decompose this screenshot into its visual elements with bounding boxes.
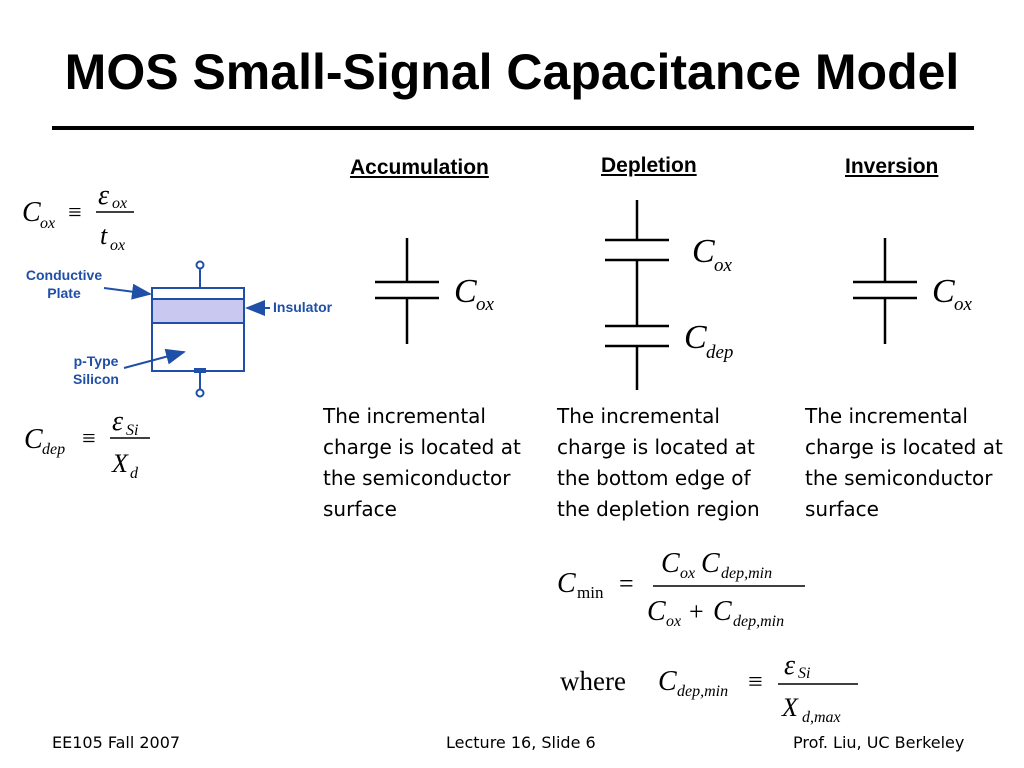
cdep-lhs: C — [24, 424, 43, 455]
label-conductive: Conductive — [26, 267, 102, 283]
desc-line: the semiconductor — [805, 466, 993, 490]
desc-line: charge is located at — [805, 435, 1003, 459]
acc-cox-symbol: C — [454, 273, 477, 310]
footer-slide-number: Lecture 16, Slide 6 — [446, 733, 596, 752]
inv-cox-sub: ox — [954, 294, 973, 315]
depletion-capacitors: C ox C dep — [605, 200, 733, 390]
where-rel: ≡ — [748, 667, 763, 696]
desc-line: the semiconductor — [323, 466, 511, 490]
cmin-den-b: C — [713, 596, 732, 627]
where-lhs-sub: dep,min — [677, 683, 728, 700]
cmin-num-a-sub: ox — [680, 565, 695, 582]
dep-cdep-sub: dep — [706, 342, 733, 363]
title-underline — [52, 126, 974, 130]
label-ptype: p-Type — [74, 353, 119, 369]
cox-den: t — [100, 221, 108, 250]
body-terminal — [195, 388, 205, 398]
header-depletion: Depletion — [601, 154, 697, 177]
where-den: X — [781, 693, 799, 722]
dep-cox-symbol: C — [692, 233, 715, 270]
cmin-den-a: C — [647, 596, 666, 627]
cox-rel: ≡ — [68, 200, 82, 226]
slide-title: MOS Small-Signal Capacitance Model — [64, 44, 960, 100]
cmin-den-op: + — [689, 597, 704, 626]
label-insulator: Insulator — [273, 299, 333, 315]
accumulation-capacitor: C ox — [375, 238, 495, 344]
dep-cox-sub: ox — [714, 255, 733, 276]
silicon-body — [151, 322, 245, 372]
cmin-equation: C min = C ox C dep,min C ox + C dep,min — [557, 548, 805, 630]
cox-den-sub: ox — [110, 237, 125, 254]
desc-line: the depletion region — [557, 497, 760, 521]
acc-cox-sub: ox — [476, 294, 495, 315]
desc-line: the bottom edge of — [557, 466, 751, 490]
cmin-rel: = — [619, 569, 634, 598]
gate-terminal — [195, 260, 205, 270]
desc-line: surface — [805, 497, 879, 521]
accumulation-description: The incremental charge is located at the… — [323, 401, 538, 525]
mos-structure-diagram: Conductive Plate Insulator p-Type Silico… — [26, 260, 333, 398]
cdep-lhs-sub: dep — [42, 441, 65, 458]
where-word: where — [560, 666, 626, 696]
where-lhs: C — [658, 666, 677, 697]
where-den-sub: d,max — [802, 709, 841, 726]
desc-line: The incremental — [323, 404, 486, 428]
cox-num-sub: ox — [112, 195, 127, 212]
arrow-plate — [103, 283, 152, 300]
cdep-rel: ≡ — [82, 426, 96, 452]
header-accumulation: Accumulation — [350, 156, 489, 179]
desc-line: charge is located at — [557, 435, 755, 459]
cdep-den: X — [111, 449, 129, 478]
inversion-description: The incremental charge is located at the… — [805, 401, 1020, 525]
depletion-description: The incremental charge is located at the… — [557, 401, 785, 525]
cmin-den-a-sub: ox — [666, 613, 681, 630]
cmin-num-b-sub: dep,min — [721, 565, 772, 582]
cmin-num-a: C — [661, 548, 680, 579]
footer-author: Prof. Liu, UC Berkeley — [793, 733, 965, 752]
desc-line: charge is located at — [323, 435, 521, 459]
cdep-min-equation: where C dep,min ≡ ε Si X d,max — [560, 650, 858, 726]
label-plate: Plate — [47, 285, 81, 301]
desc-line: The incremental — [557, 404, 720, 428]
cox-num: ε — [98, 180, 109, 211]
where-num-sub: Si — [798, 665, 810, 682]
cdep-num: ε — [112, 406, 123, 437]
cdep-equation: C dep ≡ ε Si X d — [24, 406, 150, 482]
desc-line: surface — [323, 497, 397, 521]
label-silicon: Silicon — [73, 371, 119, 387]
cmin-num-b: C — [701, 548, 720, 579]
header-inversion: Inversion — [845, 155, 939, 178]
cmin-lhs-sub: min — [577, 583, 604, 602]
where-num: ε — [784, 650, 795, 681]
cdep-num-sub: Si — [126, 422, 138, 439]
arrow-silicon — [123, 348, 186, 369]
cox-lhs: C — [22, 197, 41, 228]
insulator-layer — [151, 298, 245, 324]
cox-lhs-sub: ox — [40, 215, 55, 232]
inversion-capacitor: C ox — [853, 238, 973, 344]
cmin-den-b-sub: dep,min — [733, 613, 784, 630]
dep-cdep-symbol: C — [684, 319, 707, 356]
footer-course: EE105 Fall 2007 — [52, 733, 181, 752]
conductive-plate — [151, 287, 245, 300]
cmin-lhs: C — [557, 568, 576, 599]
cdep-den-sub: d — [130, 465, 139, 482]
cox-equation: C ox ≡ ε ox t ox — [22, 180, 134, 254]
inv-cox-symbol: C — [932, 273, 955, 310]
desc-line: The incremental — [805, 404, 968, 428]
